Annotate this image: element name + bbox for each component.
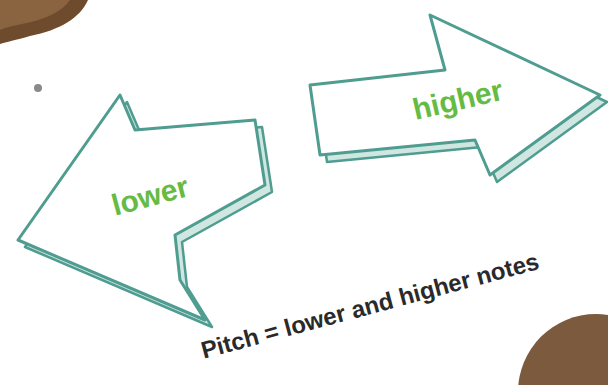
- arrow-shape: higher: [300, 8, 605, 188]
- caption-text: Pitch = lower and higher notes: [139, 232, 600, 381]
- small-dot: [34, 84, 42, 92]
- arrow-face: [310, 15, 600, 175]
- arrow-shape: lower: [15, 90, 285, 335]
- brown-blob: [0, 0, 88, 44]
- brown-blob-highlight: [0, 0, 70, 30]
- arrow-face: [18, 95, 265, 320]
- brown-circle: [518, 314, 608, 385]
